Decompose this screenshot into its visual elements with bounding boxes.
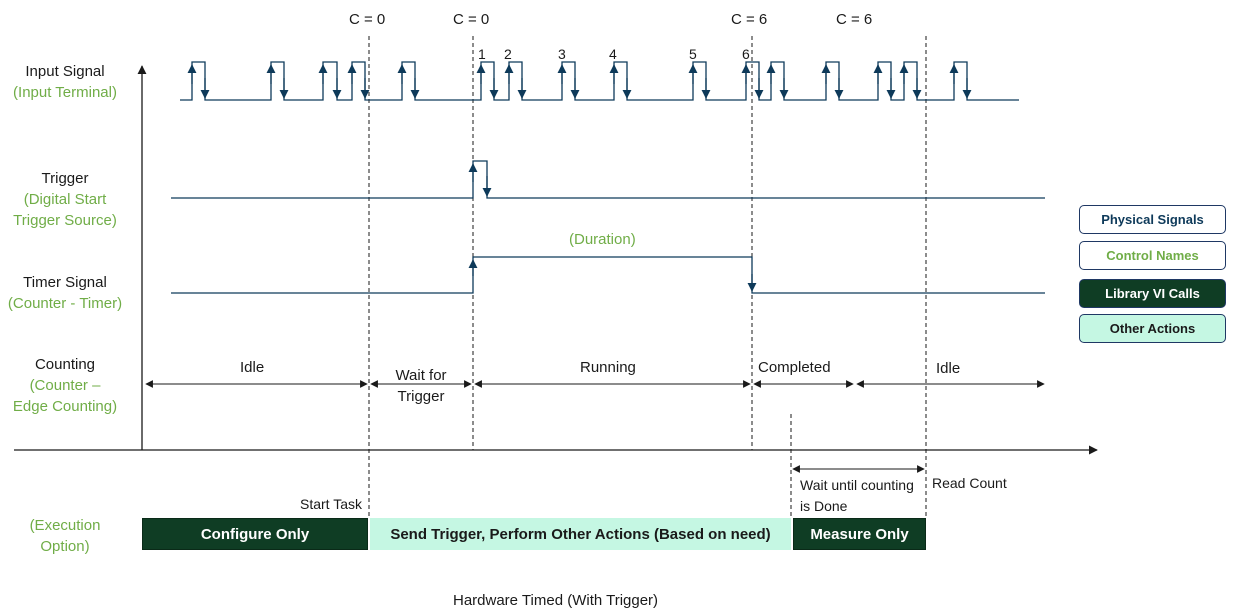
- state-arrows: [145, 380, 1045, 473]
- diagram-caption: Hardware Timed (With Trigger): [453, 592, 659, 609]
- count-marker-1: C = 0: [349, 11, 386, 28]
- wait-until-done-line-1: Wait until counting: [800, 477, 914, 493]
- state-wait-line-2: Trigger: [397, 388, 445, 405]
- row-label-execution-1: (Execution: [29, 517, 101, 534]
- pulse-number-2: 2: [504, 46, 512, 62]
- row-label-execution-2: Option): [40, 538, 90, 555]
- state-idle-2: Idle: [936, 360, 961, 377]
- row-label-trigger: Trigger (Digital Start Trigger Source): [4, 168, 126, 231]
- pulse-number-3: 3: [558, 46, 566, 62]
- state-running: Running: [580, 359, 636, 376]
- trigger-edge-arrows: [468, 163, 492, 197]
- row-label-counting: Counting (Counter – Edge Counting): [4, 354, 126, 417]
- row-label-trigger-control-1: (Digital Start: [23, 191, 107, 208]
- timer-waveform: [171, 256, 1045, 294]
- row-label-input-title: Input Signal: [25, 63, 105, 80]
- row-label-timer-control: (Counter - Timer): [7, 295, 123, 312]
- start-task-label: Start Task: [300, 496, 362, 512]
- row-label-execution: (Execution Option): [4, 515, 126, 557]
- legend-library-vi-calls: Library VI Calls: [1079, 279, 1226, 308]
- row-label-input-control: (Input Terminal): [13, 84, 117, 101]
- state-idle-1: Idle: [240, 359, 265, 376]
- count-marker-3: C = 6: [731, 11, 768, 28]
- input-signal-waveform: [180, 61, 1019, 101]
- pulse-number-6: 6: [742, 46, 750, 62]
- row-label-timer-title: Timer Signal: [23, 274, 107, 291]
- legend-physical-signals: Physical Signals: [1079, 205, 1226, 234]
- trigger-waveform: [171, 160, 1045, 199]
- legend-control-names: Control Names: [1079, 241, 1226, 270]
- row-label-counting-control-1: (Counter –: [29, 377, 101, 394]
- wait-until-done-line-2: is Done: [800, 498, 848, 514]
- send-trigger-block: Send Trigger, Perform Other Actions (Bas…: [370, 518, 791, 550]
- state-wait-for-trigger: Wait for Trigger: [372, 365, 470, 407]
- configure-only-block: Configure Only: [142, 518, 368, 550]
- pulse-number-5: 5: [689, 46, 697, 62]
- row-label-trigger-control-2: Trigger Source): [13, 212, 117, 229]
- measure-only-block: Measure Only: [793, 518, 926, 550]
- count-marker-2: C = 0: [453, 11, 490, 28]
- row-label-trigger-title: Trigger: [41, 170, 89, 187]
- row-label-counting-title: Counting: [34, 356, 96, 373]
- duration-label: (Duration): [569, 231, 636, 248]
- timer-edge-arrows: [468, 259, 757, 292]
- legend-other-actions: Other Actions: [1079, 314, 1226, 343]
- state-wait-line-1: Wait for: [395, 367, 447, 384]
- read-count-label: Read Count: [932, 475, 1007, 491]
- pulse-number-1: 1: [478, 46, 486, 62]
- row-label-input: Input Signal (Input Terminal): [4, 61, 126, 103]
- count-marker-4: C = 6: [836, 11, 873, 28]
- input-edge-arrows: [187, 64, 972, 99]
- pulse-number-4: 4: [609, 46, 617, 62]
- state-completed: Completed: [758, 359, 831, 376]
- row-label-counting-control-2: Edge Counting): [12, 398, 118, 415]
- row-label-timer: Timer Signal (Counter - Timer): [4, 272, 126, 314]
- wait-until-done-label: Wait until counting is Done: [800, 475, 914, 517]
